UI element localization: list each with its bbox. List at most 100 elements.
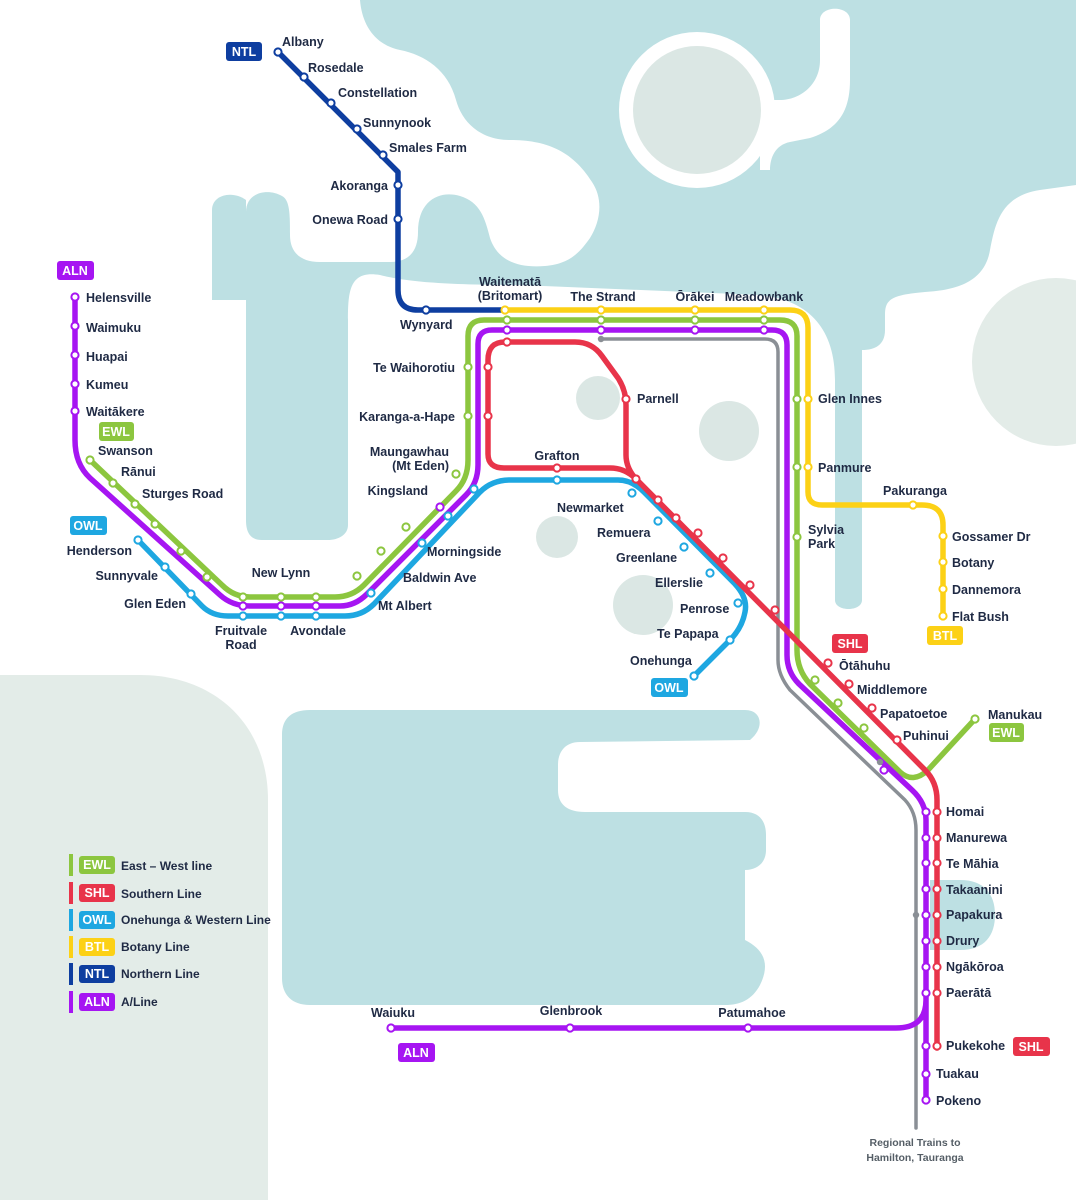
station-dot-new-lynn-owl[interactable] (276, 611, 286, 621)
station-dot-mt-albert-owl[interactable] (366, 588, 376, 598)
label-glen-innes[interactable]: Glen Innes (818, 392, 882, 406)
station-dot-otahuhu-shl[interactable] (823, 658, 833, 668)
label-akoranga[interactable]: Akoranga (330, 179, 389, 193)
station-dot-onewa-road[interactable] (393, 214, 403, 224)
station-dot-morningside-owl[interactable] (443, 511, 453, 521)
label-glen-eden[interactable]: Glen Eden (124, 597, 186, 611)
station-dot-baldwin-ewl[interactable] (352, 571, 362, 581)
station-dot-avondale-aln[interactable] (311, 601, 321, 611)
label-mt-eden[interactable]: (Mt Eden) (392, 459, 449, 473)
label-rosedale[interactable]: Rosedale (308, 61, 364, 75)
station-dot-akoranga[interactable] (393, 180, 403, 190)
label-sylvia[interactable]: Sylvia (808, 523, 845, 537)
label-manukau[interactable]: Manukau (988, 708, 1042, 722)
station-dot-paerata-shl[interactable] (932, 988, 942, 998)
station-dot-flat-bush[interactable] (938, 611, 948, 621)
station-dot-huapai[interactable] (70, 350, 80, 360)
station-dot-puhinui-aln[interactable] (879, 765, 889, 775)
station-dot-orakei-btl[interactable] (690, 305, 700, 315)
station-dot-kingsland-aln[interactable] (435, 502, 445, 512)
label-fruitvale-road[interactable]: Road (225, 638, 256, 652)
station-dot-takaanini-shl[interactable] (932, 884, 942, 894)
label-swanson[interactable]: Swanson (98, 444, 153, 458)
station-dot-avondale-ewl[interactable] (311, 592, 321, 602)
station-dot-manurewa-aln[interactable] (921, 833, 931, 843)
label-avondale[interactable]: Avondale (290, 624, 346, 638)
station-dot-kingsland-ewl[interactable] (401, 522, 411, 532)
station-dot-takaanini-aln[interactable] (921, 884, 931, 894)
station-dot-morningside-ewl[interactable] (376, 546, 386, 556)
station-dot-remuera-owl[interactable] (653, 516, 663, 526)
station-dot-sunnynook[interactable] (352, 124, 362, 134)
station-dot-meadowbank-btl[interactable] (759, 305, 769, 315)
station-dot-pokeno[interactable] (921, 1095, 931, 1105)
label-papakura[interactable]: Papakura (946, 908, 1003, 922)
label-waitemata[interactable]: Waitematā (479, 275, 542, 289)
label-morningside[interactable]: Morningside (427, 545, 501, 559)
station-dot-te-mahia-aln[interactable] (921, 858, 931, 868)
station-dot-remuera-shl[interactable] (653, 495, 663, 505)
station-dot-baldwin-owl[interactable] (417, 538, 427, 548)
station-dot-fruitvale-ewl[interactable] (238, 592, 248, 602)
label-meadowbank[interactable]: Meadowbank (725, 290, 804, 304)
label-onehunga[interactable]: Onehunga (630, 654, 693, 668)
label-waimuku[interactable]: Waimuku (86, 321, 141, 335)
station-dot-papakura-regional[interactable] (912, 911, 920, 919)
station-dot-puhinui-regional[interactable] (876, 758, 884, 766)
station-dot-karanga-shl[interactable] (483, 411, 493, 421)
station-dot-penrose-shl[interactable] (718, 553, 728, 563)
badge-ntl[interactable]: NTL (226, 42, 262, 61)
label-pokeno[interactable]: Pokeno (936, 1094, 982, 1108)
station-dot-greenlane-owl[interactable] (679, 542, 689, 552)
station-dot-waitemata-ewl[interactable] (502, 315, 512, 325)
label-patumahoe[interactable]: Patumahoe (718, 1006, 785, 1020)
label-dannemora[interactable]: Dannemora (952, 583, 1022, 597)
station-dot-new-lynn-aln[interactable] (276, 601, 286, 611)
station-dot-panmure-ewl[interactable] (792, 462, 802, 472)
label-henderson[interactable]: Henderson (67, 544, 132, 558)
label-puhinui[interactable]: Puhinui (903, 729, 949, 743)
label-fruitvale[interactable]: Fruitvale (215, 624, 267, 638)
station-dot-henderson-owl[interactable] (133, 535, 143, 545)
label-homai[interactable]: Homai (946, 805, 984, 819)
label-karanga-a-hape[interactable]: Karanga-a-Hape (359, 410, 455, 424)
label-takaanini[interactable]: Takaanini (946, 883, 1003, 897)
station-dot-strand-ewl[interactable] (596, 315, 606, 325)
station-dot-henderson-ewl[interactable] (150, 519, 160, 529)
station-dot-parnell[interactable] (621, 394, 631, 404)
label-new-lynn[interactable]: New Lynn (252, 566, 311, 580)
label-parnell[interactable]: Parnell (637, 392, 679, 406)
station-dot-middlemore-ewl[interactable] (833, 698, 843, 708)
legend-ntl[interactable]: NTL Northern Line (69, 963, 200, 985)
label-sunnyvale[interactable]: Sunnyvale (95, 569, 158, 583)
station-dot-avondale-owl[interactable] (311, 611, 321, 621)
label-botany[interactable]: Botany (952, 556, 994, 570)
label-paerata[interactable]: Paerātā (946, 986, 992, 1000)
station-dot-glen-innes-btl[interactable] (803, 394, 813, 404)
station-dot-wynyard[interactable] (421, 305, 431, 315)
label-huapai[interactable]: Huapai (86, 350, 128, 364)
station-dot-ellerslie-owl[interactable] (705, 568, 715, 578)
legend-aln[interactable]: ALN A/Line (69, 991, 158, 1013)
station-dot-fruitvale-owl[interactable] (238, 611, 248, 621)
label-baldwin-ave[interactable]: Baldwin Ave (403, 571, 476, 585)
label-wynyard[interactable]: Wynyard (400, 318, 453, 332)
station-dot-strand-regional[interactable] (597, 335, 605, 343)
station-dot-otahuhu-ewl[interactable] (810, 675, 820, 685)
station-dot-waitemata-aln[interactable] (502, 325, 512, 335)
station-dot-ngakoroa-aln[interactable] (921, 962, 931, 972)
label-kumeu[interactable]: Kumeu (86, 378, 128, 392)
station-dot-karanga-ewl[interactable] (463, 411, 473, 421)
station-dot-glen-innes-ewl[interactable] (792, 394, 802, 404)
legend-shl[interactable]: SHL Southern Line (69, 882, 202, 904)
station-dot-grafton-owl[interactable] (552, 475, 562, 485)
station-dot-helensville[interactable] (70, 292, 80, 302)
station-dot-botany[interactable] (938, 557, 948, 567)
station-dot-sylvia-park[interactable] (792, 532, 802, 542)
station-dot-homai-shl[interactable] (932, 807, 942, 817)
station-dot-shl-mid-2[interactable] (770, 605, 780, 615)
station-dot-glen-eden-owl[interactable] (186, 589, 196, 599)
label-te-mahia[interactable]: Te Māhia (946, 857, 1000, 871)
label-middlemore[interactable]: Middlemore (857, 683, 927, 697)
label-newmarket[interactable]: Newmarket (557, 501, 625, 515)
